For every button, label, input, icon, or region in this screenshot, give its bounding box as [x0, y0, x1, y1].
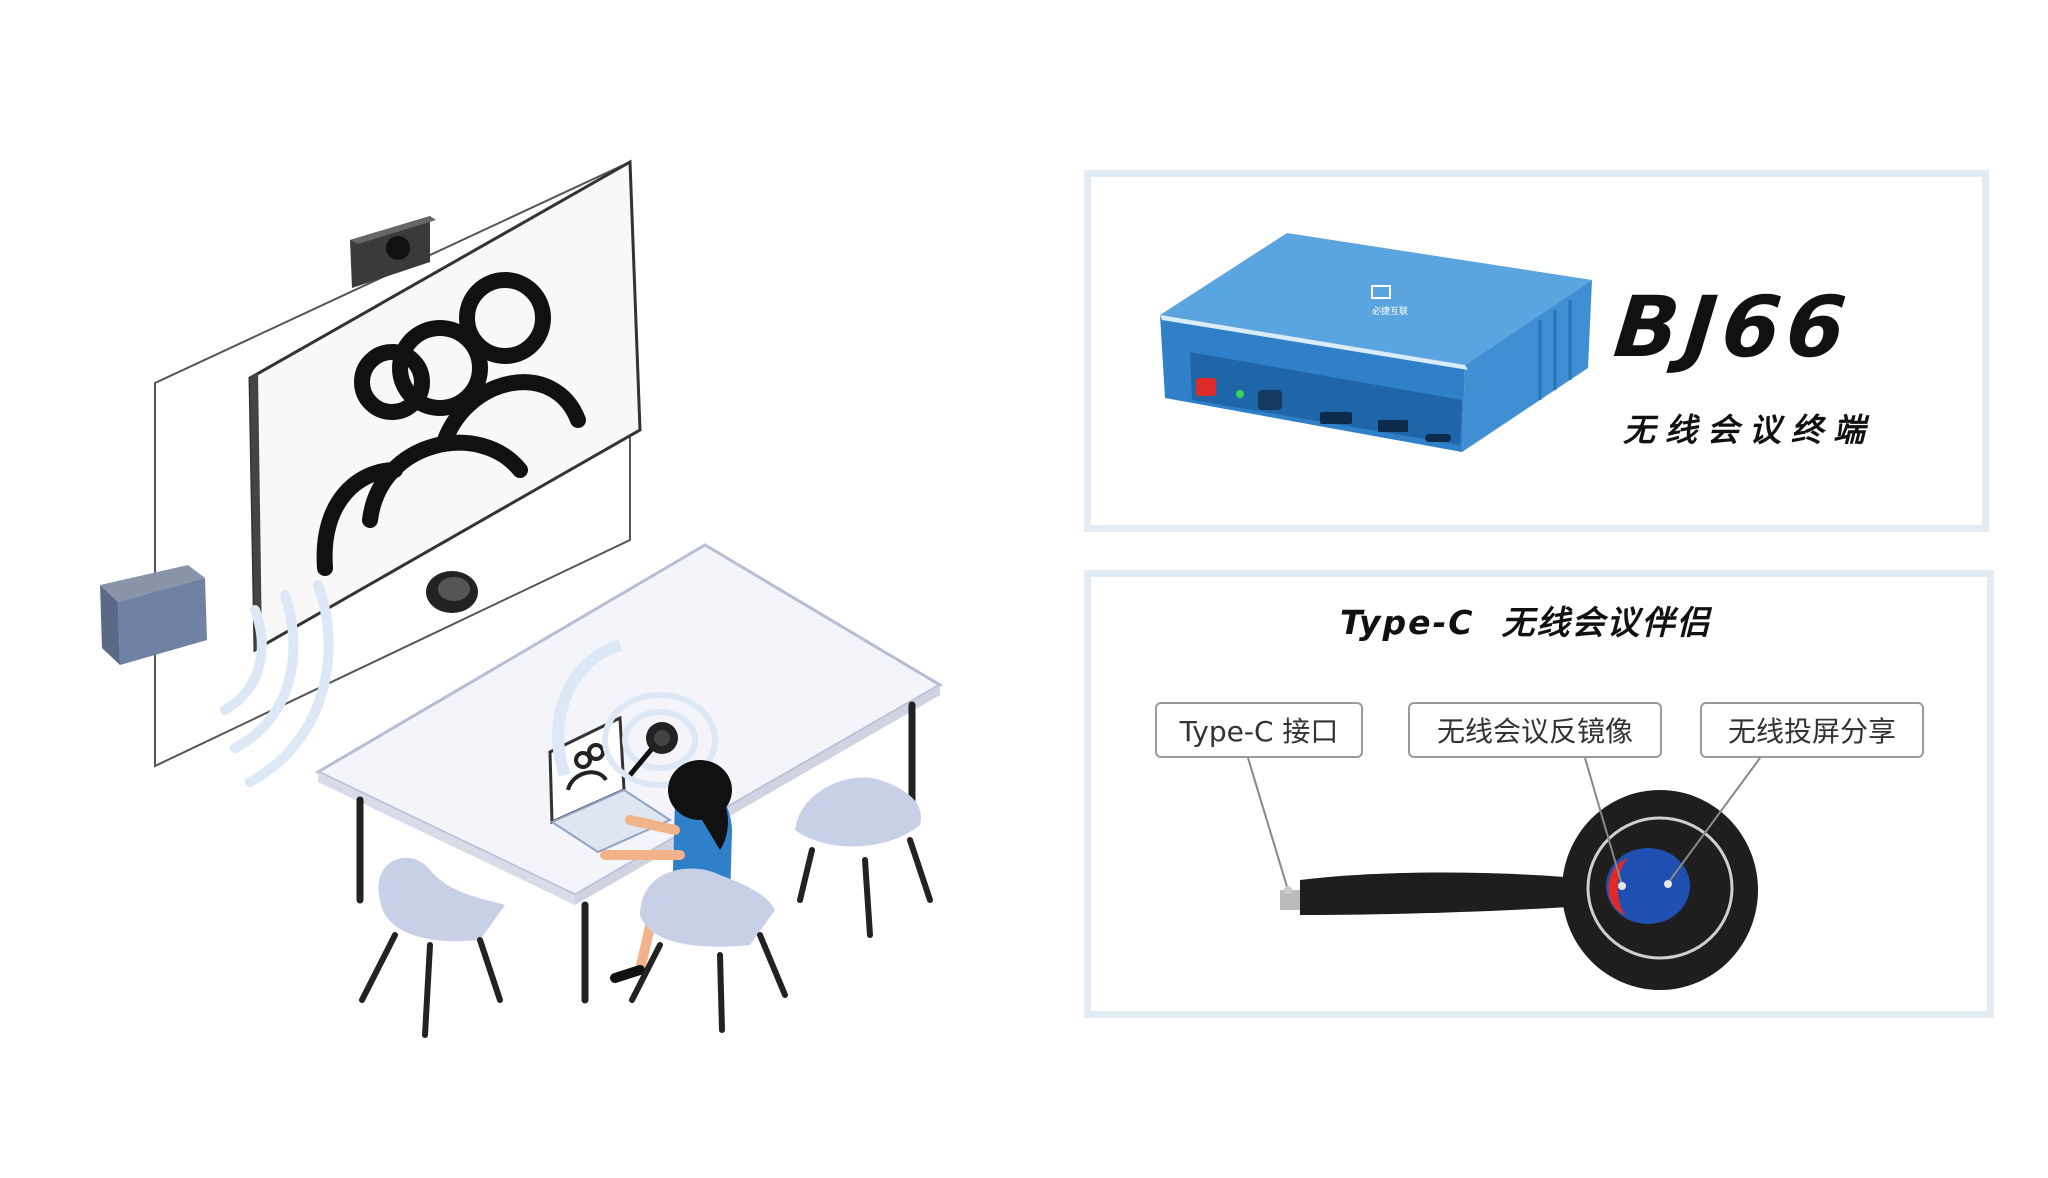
wireless-button-icon	[628, 722, 678, 777]
microphone-puck-icon	[426, 571, 478, 613]
brand-logo-icon	[1371, 285, 1391, 299]
wireless-waves-icon	[220, 580, 334, 787]
cast-button-icon	[1606, 848, 1690, 924]
usb-c-connector-icon	[1280, 890, 1304, 910]
usb-port-icon	[1378, 420, 1408, 432]
camera-icon	[350, 216, 436, 288]
table-wireless-rings	[552, 639, 718, 788]
brand-text: 必捷互联	[1372, 305, 1408, 317]
label-wireless-cast: 无线投屏分享	[1700, 702, 1924, 758]
chair	[629, 868, 788, 1033]
label-typec-port: Type-C 接口	[1155, 702, 1363, 758]
companion-panel	[1084, 570, 1994, 1018]
chair	[359, 857, 505, 1038]
label-wireless-mirror: 无线会议反镜像	[1408, 702, 1662, 758]
status-led-icon	[1236, 390, 1244, 398]
group-users-icon	[316, 272, 586, 576]
product-subtitle: 无线会议终端	[1623, 411, 1876, 449]
hdmi-port-icon	[1320, 412, 1352, 424]
mirror-button-icon	[1608, 858, 1628, 915]
power-button-icon	[1196, 378, 1216, 396]
companion-title: Type-C 无线会议伴侣	[1340, 603, 1712, 642]
usb-c-port-icon	[1425, 434, 1451, 442]
chair	[795, 777, 933, 938]
terminal-box-small-icon	[100, 565, 207, 665]
